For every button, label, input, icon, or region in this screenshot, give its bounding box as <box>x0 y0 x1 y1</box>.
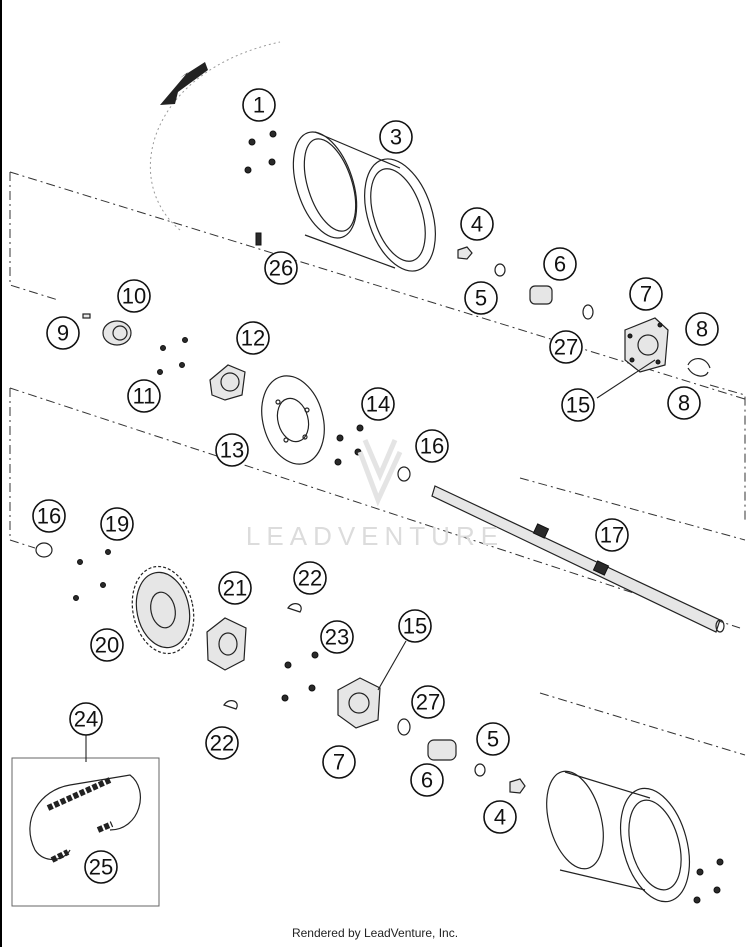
callout-16a: 16 <box>415 429 449 463</box>
callout-label: 21 <box>223 576 247 601</box>
left-edge-bar <box>0 0 2 947</box>
callout-13: 13 <box>215 433 249 467</box>
callout-21: 21 <box>218 571 252 605</box>
callout-25: 25 <box>84 850 118 884</box>
wheel-nuts-lower <box>693 858 724 904</box>
callout-12: 12 <box>236 321 270 355</box>
callout-label: 24 <box>74 707 98 732</box>
sprocket-carrier <box>206 617 247 671</box>
chain-inset <box>11 757 160 907</box>
callout-label: 22 <box>298 566 322 591</box>
callout-6a: 6 <box>543 247 577 281</box>
callout-26: 26 <box>264 251 298 285</box>
callout-9: 9 <box>46 316 80 350</box>
callout-6b: 6 <box>410 763 444 797</box>
callout-label: 3 <box>390 125 402 150</box>
rotation-arrow <box>149 41 281 231</box>
callout-label: 16 <box>420 434 444 459</box>
callout-4b: 4 <box>483 800 517 834</box>
callout-19: 19 <box>100 507 134 541</box>
callout-1a: 1 <box>242 88 276 122</box>
watermark: LEADVENTURE <box>246 439 504 551</box>
callout-8a: 8 <box>685 312 719 346</box>
callout-label: 10 <box>122 284 146 309</box>
callout-label: 8 <box>696 317 708 342</box>
callout-14: 14 <box>361 387 395 421</box>
callout-label: 22 <box>210 731 234 756</box>
o-rings <box>35 466 411 558</box>
callout-5b: 5 <box>476 722 510 756</box>
brake-hub-flange <box>209 364 246 401</box>
callout-7b: 7 <box>322 745 356 779</box>
clamp-parts <box>82 313 132 346</box>
callout-label: 12 <box>241 326 265 351</box>
callout-8b: 8 <box>667 386 701 420</box>
callout-label: 27 <box>554 335 578 360</box>
callout-24: 24 <box>69 702 103 736</box>
bolts-11 <box>157 337 188 375</box>
callout-27b: 27 <box>411 685 445 719</box>
brake-disc <box>261 375 325 465</box>
callout-17: 17 <box>595 518 629 552</box>
callout-label: 1 <box>253 93 265 118</box>
valve-stem <box>255 232 262 246</box>
callout-23: 23 <box>320 620 354 654</box>
bearing-carrier-lower <box>337 677 381 729</box>
callout-label: 27 <box>416 690 440 715</box>
callout-15b: 15 <box>398 609 432 643</box>
callout-label: 11 <box>133 384 156 409</box>
footer-credit: Rendered by LeadVenture, Inc. <box>291 926 459 940</box>
nuts-23 <box>281 651 319 702</box>
callout-label: 14 <box>366 392 390 417</box>
callout-label: 6 <box>554 252 566 277</box>
callout-label: 5 <box>487 727 499 752</box>
callout-label: 4 <box>471 212 483 237</box>
callout-label: 13 <box>220 438 244 463</box>
wheel-rim-lower <box>546 770 690 903</box>
callout-11: 11 <box>127 379 161 413</box>
callout-15a: 15 <box>561 388 595 422</box>
callout-5a: 5 <box>464 281 498 315</box>
callout-22b: 22 <box>205 726 239 760</box>
callout-label: 5 <box>475 286 487 311</box>
circlip <box>687 358 711 377</box>
callout-20: 20 <box>90 628 124 662</box>
callout-10: 10 <box>117 279 151 313</box>
upper-hardware <box>457 246 594 320</box>
nuts-14 <box>334 424 364 466</box>
assembly-lines <box>9 171 749 756</box>
callout-22a: 22 <box>293 561 327 595</box>
watermark-brand: LEADVENTURE <box>246 521 504 551</box>
callout-3a: 3 <box>379 120 413 154</box>
callout-label: 25 <box>89 855 113 880</box>
lower-hardware <box>397 718 526 794</box>
callout-label: 19 <box>105 512 129 537</box>
callout-7a: 7 <box>629 277 663 311</box>
callout-label: 23 <box>325 625 349 650</box>
wheel-rim-upper <box>292 131 436 272</box>
callout-label: 4 <box>494 805 506 830</box>
dampers <box>223 603 302 710</box>
rear-sprocket <box>131 565 195 655</box>
callout-label: 16 <box>37 504 61 529</box>
bolts-19 <box>73 549 111 601</box>
callout-16b: 16 <box>32 499 66 533</box>
axle-shaft <box>431 485 725 633</box>
callout-label: 7 <box>640 282 652 307</box>
callout-4a: 4 <box>460 207 494 241</box>
callout-label: 15 <box>403 614 427 639</box>
callout-label: 15 <box>566 393 590 418</box>
callout-label: 20 <box>95 633 119 658</box>
leader-lines <box>85 359 656 762</box>
wheel-nuts-upper <box>244 130 277 174</box>
callout-label: 17 <box>600 523 624 548</box>
callout-label: 6 <box>421 768 433 793</box>
callout-label: 7 <box>333 750 345 775</box>
callout-label: 26 <box>269 256 293 281</box>
callout-27a: 27 <box>549 330 583 364</box>
bearing-carrier-upper <box>624 317 669 373</box>
callout-label: 9 <box>57 321 69 346</box>
callout-label: 8 <box>678 391 690 416</box>
